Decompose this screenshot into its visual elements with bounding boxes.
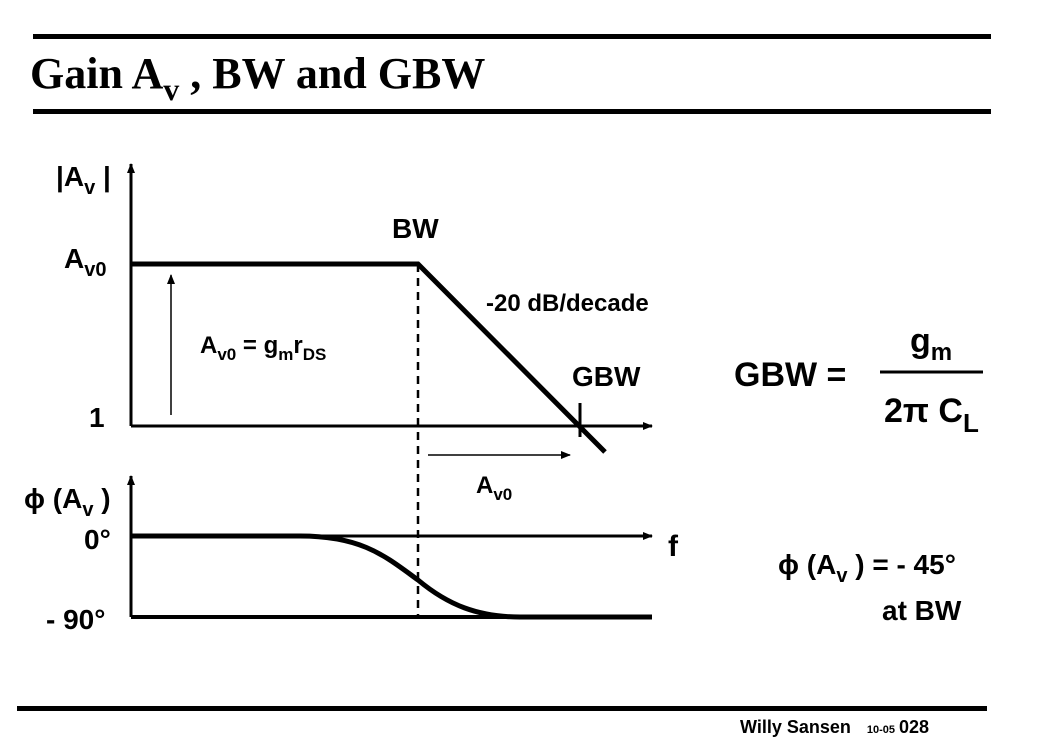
av0-formula: Av0 = gmrDS: [200, 332, 326, 364]
footer-rule: [17, 706, 987, 711]
bw-label: BW: [392, 213, 439, 244]
footer-page-number: 028: [899, 717, 930, 737]
phase-curve: [131, 533, 652, 620]
gbw-equation-lhs: GBW =: [734, 356, 846, 394]
slide-title: Gain Av , BW and GBW: [30, 49, 486, 107]
phase-y-axis-label: ϕ (Av ): [24, 483, 111, 521]
av0-tick-label: Av0: [64, 243, 106, 281]
slope-label: -20 dB/decade: [486, 290, 649, 317]
gain-y-axis-label: |Av |: [56, 161, 111, 199]
phase-zero-label: 0°: [84, 524, 111, 555]
title-underline: [33, 109, 991, 114]
footer-date: 10-05: [866, 724, 896, 736]
top-rule: [33, 34, 991, 39]
gbw-equation-numerator: gm: [910, 322, 952, 366]
footer-author: Willy Sansen: [740, 717, 851, 737]
phase-minus90-label: - 90°: [46, 604, 105, 635]
phase-note-line1: ϕ (Av ) = - 45°: [778, 549, 956, 587]
frequency-axis-label: f: [668, 530, 679, 563]
gbw-equation-denominator: 2π CL: [884, 392, 979, 438]
phase-note-line2: at BW: [882, 595, 962, 626]
gbw-label: GBW: [572, 361, 641, 392]
unity-tick-label: 1: [89, 402, 105, 433]
av0-width-label: Av0: [476, 472, 512, 504]
